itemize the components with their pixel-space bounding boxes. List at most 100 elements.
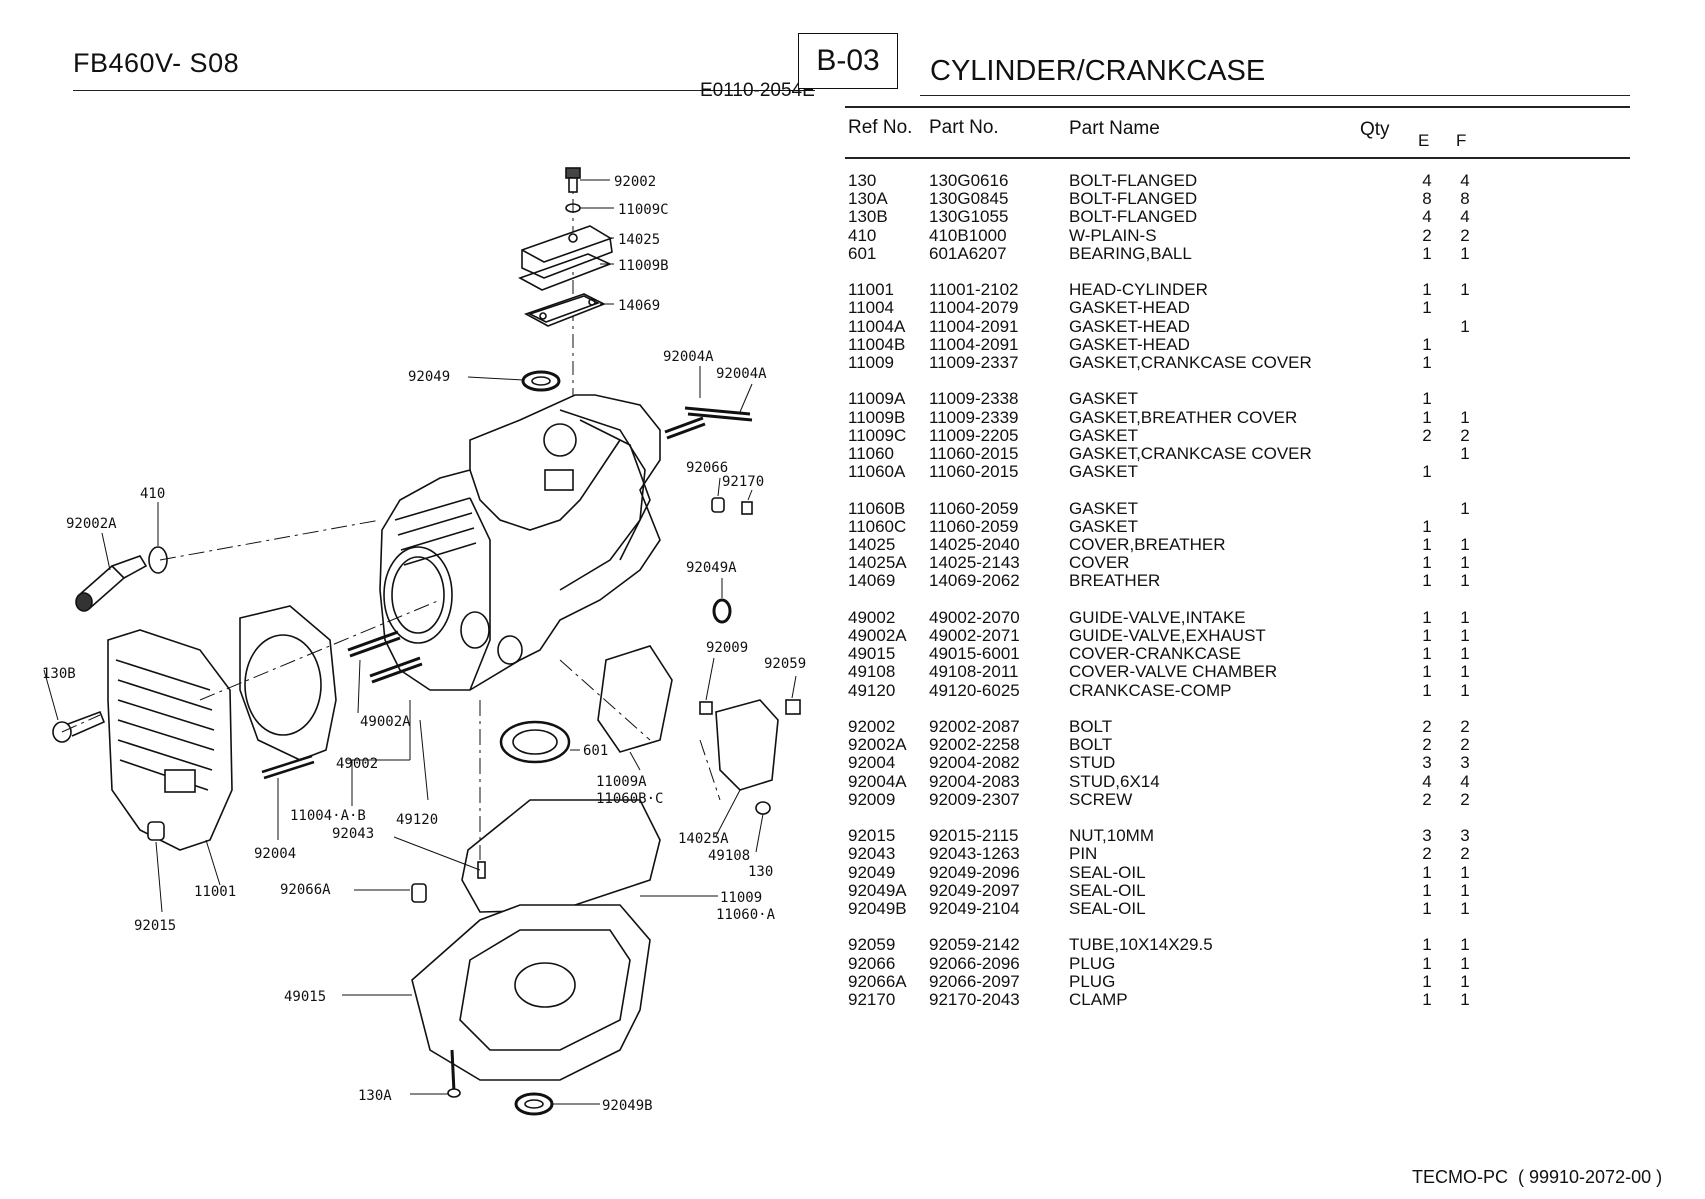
part-name-cell: PLUG xyxy=(1069,953,1116,973)
document-code: E0110-2054E xyxy=(700,80,815,101)
callout-14069: 14069 xyxy=(618,298,660,314)
part-no-cell: 92009-2307 xyxy=(929,789,1020,809)
studs-92004a-part xyxy=(664,406,753,440)
ref-no-cell: 49120 xyxy=(848,680,896,700)
callout-92170: 92170 xyxy=(722,474,764,490)
qty-e-cell: 1 xyxy=(1422,899,1432,918)
part-name-cell: CLAMP xyxy=(1069,990,1128,1009)
ref-no-cell: 92066A xyxy=(848,971,907,991)
nut-92015-part xyxy=(147,821,165,841)
part-no-cell: 14069-2062 xyxy=(929,571,1020,591)
bolt-92002a-part xyxy=(75,555,148,612)
part-name-cell: BREATHER xyxy=(1069,571,1161,591)
ref-no-cell: 11004 xyxy=(848,298,895,318)
qty-e-cell: 1 xyxy=(1422,626,1432,645)
part-no-cell: 92170-2043 xyxy=(929,990,1020,1009)
bolt-130a-part xyxy=(450,1049,456,1093)
qty-f-cell: 4 xyxy=(1460,171,1470,190)
ref-no-cell: 92066 xyxy=(848,953,896,973)
qty-f-cell: 1 xyxy=(1460,553,1470,573)
oil-seal-92049-part xyxy=(521,370,561,392)
callout-11060a: 11060·A xyxy=(716,907,776,923)
title-rule xyxy=(920,95,1630,96)
part-name-cell: COVER-VALVE CHAMBER xyxy=(1069,662,1278,682)
part-no-cell: 92002-2087 xyxy=(929,717,1020,736)
qty-f-cell: 1 xyxy=(1460,899,1470,918)
qty-e-cell: 1 xyxy=(1422,298,1432,318)
qty-f-cell: 3 xyxy=(1460,826,1470,846)
qty-e-cell: 2 xyxy=(1422,425,1432,445)
qty-f-cell: 4 xyxy=(1460,207,1470,227)
qty-e-cell: 1 xyxy=(1422,243,1432,263)
qty-e-cell: 1 xyxy=(1422,280,1432,300)
ref-no-cell: 49015 xyxy=(848,644,896,664)
part-name-cell: NUT,10MM xyxy=(1069,826,1155,846)
part-name-cell: GUIDE-VALVE,INTAKE xyxy=(1069,607,1246,627)
qty-f-cell: 1 xyxy=(1460,444,1470,463)
part-no-cell: 92066-2096 xyxy=(929,953,1020,973)
ref-no-cell: 11060B xyxy=(848,498,906,518)
ref-no-cell: 92043 xyxy=(848,844,896,864)
ref-no-cell: 11060 xyxy=(848,444,895,463)
qty-e-cell: 1 xyxy=(1422,990,1432,1009)
ref-no-cell: 11009B xyxy=(848,407,906,427)
ref-no-cell: 11060A xyxy=(848,462,906,482)
footer-catalog-code: TECMO-PC ( 99910-2072-00 ) xyxy=(1412,1167,1663,1187)
cover-gasket-part xyxy=(461,799,661,913)
ref-no-cell: 92049 xyxy=(848,862,896,882)
part-name-cell: BOLT xyxy=(1069,717,1113,736)
qty-f-cell: 1 xyxy=(1460,407,1470,427)
part-no-cell: 14025-2143 xyxy=(929,553,1020,573)
part-name-cell: BOLT-FLANGED xyxy=(1069,207,1198,227)
ref-no-cell: 92004A xyxy=(848,771,907,791)
qty-f-cell: 2 xyxy=(1460,844,1470,864)
part-no-cell: 49002-2071 xyxy=(929,626,1020,645)
qty-e-cell: 4 xyxy=(1422,171,1432,190)
callout-92066a: 92066A xyxy=(280,882,331,898)
qty-f-cell: 1 xyxy=(1460,971,1470,991)
qty-e-cell: 1 xyxy=(1422,680,1432,700)
part-no-cell: 92049-2104 xyxy=(929,899,1020,918)
ref-no-cell: 92002 xyxy=(848,717,896,736)
qty-f-cell: 1 xyxy=(1460,935,1470,955)
callout-11009c: 11009C xyxy=(618,202,669,218)
qty-e-cell: 1 xyxy=(1422,353,1432,372)
part-name-cell: GASKET xyxy=(1069,425,1138,445)
callout-92043: 92043 xyxy=(332,826,374,842)
part-no-cell: 11060-2015 xyxy=(929,462,1019,482)
callout-11009a: 11009A xyxy=(596,774,647,790)
head-gasket-part xyxy=(239,605,337,761)
bolt-92002-part xyxy=(565,167,581,193)
callout-92049: 92049 xyxy=(408,369,450,385)
part-name-cell: PLUG xyxy=(1069,971,1116,991)
callout-92066: 92066 xyxy=(686,460,728,476)
exploded-diagram: 92002 11009C 14025 11009B 14069 92004A 9… xyxy=(42,167,806,1116)
model-number: FB460V- S08 xyxy=(73,48,240,78)
section-title: CYLINDER/CRANKCASE xyxy=(930,55,1266,87)
qty-f-cell: 3 xyxy=(1460,753,1470,773)
qty-f-cell: 1 xyxy=(1460,243,1470,263)
callout-92004a-1: 92004A xyxy=(663,349,714,365)
callout-92009: 92009 xyxy=(706,640,748,656)
part-no-cell: 49002-2070 xyxy=(929,607,1020,627)
part-no-cell: 49108-2011 xyxy=(929,662,1019,682)
qty-e-cell: 3 xyxy=(1422,826,1432,846)
part-name-cell: GUIDE-VALVE,EXHAUST xyxy=(1069,626,1266,645)
part-name-cell: TUBE,10X14X29.5 xyxy=(1069,935,1213,955)
part-no-cell: 11001-2102 xyxy=(929,280,1019,300)
callout-92059: 92059 xyxy=(764,656,806,672)
col-qty-f: F xyxy=(1456,131,1467,150)
